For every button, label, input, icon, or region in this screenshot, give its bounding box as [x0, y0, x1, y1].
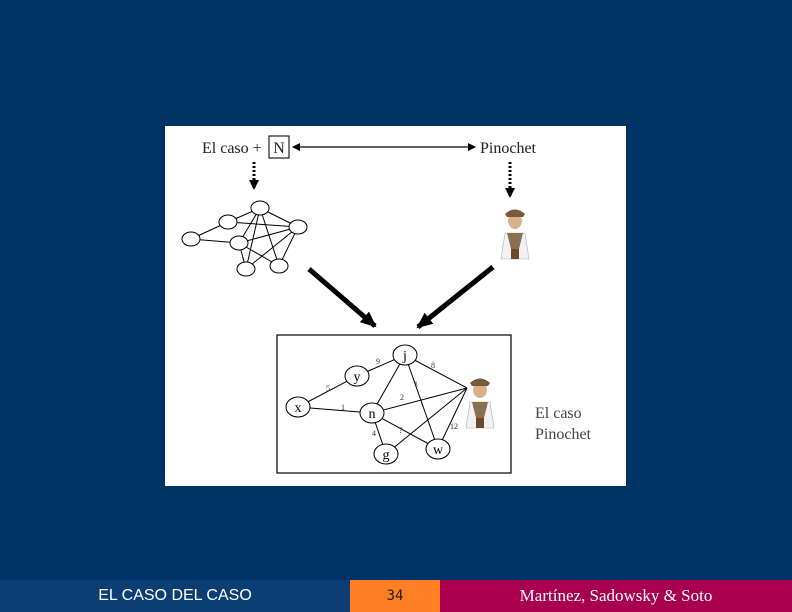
n-box-label: N: [273, 140, 285, 157]
diagram-figure: El caso + N Pinochet: [165, 126, 626, 486]
footer-authors: Martínez, Sadowsky & Soto: [440, 580, 792, 612]
slide-number: 34: [350, 580, 440, 612]
edge-label-jp: 8: [431, 361, 435, 370]
edge-label-xy: 5: [326, 384, 330, 393]
node-n: n: [369, 407, 376, 422]
diagram-canvas: El caso + N Pinochet: [165, 126, 626, 486]
edge-label-nj: 1: [414, 380, 418, 389]
edge-label-yj: 9: [376, 357, 380, 366]
footer-bar: EL CASO DEL CASO 34 Martínez, Sadowsky &…: [0, 580, 792, 612]
node-g: g: [383, 448, 390, 463]
node-j: j: [402, 349, 407, 364]
result-label-line1: El caso: [535, 405, 582, 422]
node-w: w: [433, 443, 444, 458]
node-y: y: [354, 370, 361, 385]
edge-label-xn: 1: [341, 403, 345, 412]
top-right-label: Pinochet: [480, 140, 537, 157]
edge-label-nw: ?: [399, 426, 403, 435]
merge-arrow-right: [418, 267, 493, 327]
merge-arrow-left: [309, 269, 375, 326]
node-x: x: [295, 401, 302, 416]
edge-label-np: 2: [400, 393, 404, 402]
small-network-graph: [182, 201, 307, 276]
pinochet-node-icon: [466, 379, 494, 429]
result-label-line2: Pinochet: [535, 426, 592, 443]
top-left-label: El caso +: [202, 140, 262, 157]
footer-title: EL CASO DEL CASO: [0, 580, 350, 612]
edge-label-pw: 12: [450, 422, 458, 431]
edge-label-ng: 4: [372, 429, 376, 438]
pinochet-figure-icon: [501, 210, 529, 260]
